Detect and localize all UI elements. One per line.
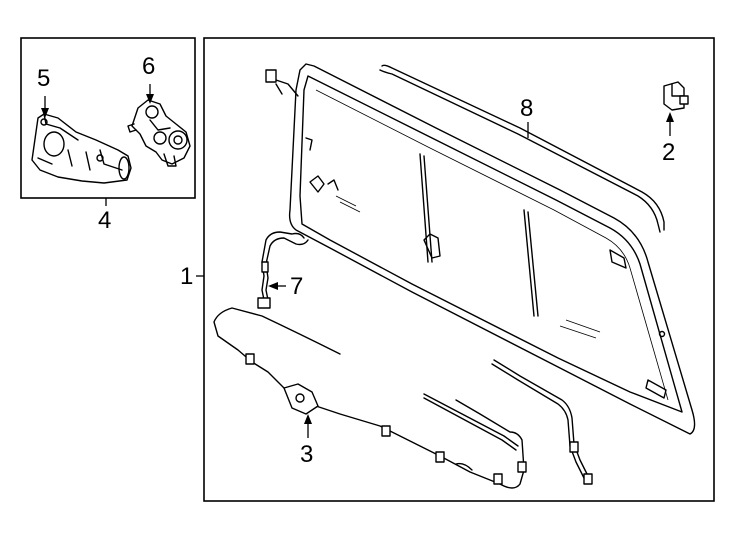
weatherstrip-part	[379, 64, 665, 233]
callout-8: 8	[520, 95, 533, 122]
clip-part	[663, 81, 689, 111]
cable-part	[491, 359, 593, 485]
main-assembly-frame	[203, 37, 715, 502]
latch-rod-part	[423, 393, 519, 451]
leader-7	[268, 282, 286, 290]
back-window-glass-part	[265, 63, 696, 435]
callout-7: 7	[290, 273, 303, 300]
callout-2: 2	[662, 139, 675, 166]
subassembly-frame	[20, 37, 196, 199]
leader-2	[666, 112, 674, 136]
callout-1: 1	[180, 263, 193, 290]
callout-4: 4	[98, 207, 111, 234]
callout-3: 3	[300, 441, 313, 468]
latch-harness-part	[213, 307, 527, 489]
callout-6: 6	[142, 53, 155, 80]
callout-5: 5	[37, 65, 50, 92]
latch-actuator-part	[127, 99, 191, 167]
wiring-pigtail-part	[257, 231, 309, 309]
leader-6	[146, 84, 154, 104]
leader-5	[41, 96, 49, 118]
leader-3	[304, 414, 312, 438]
latch-housing-part	[31, 113, 132, 184]
